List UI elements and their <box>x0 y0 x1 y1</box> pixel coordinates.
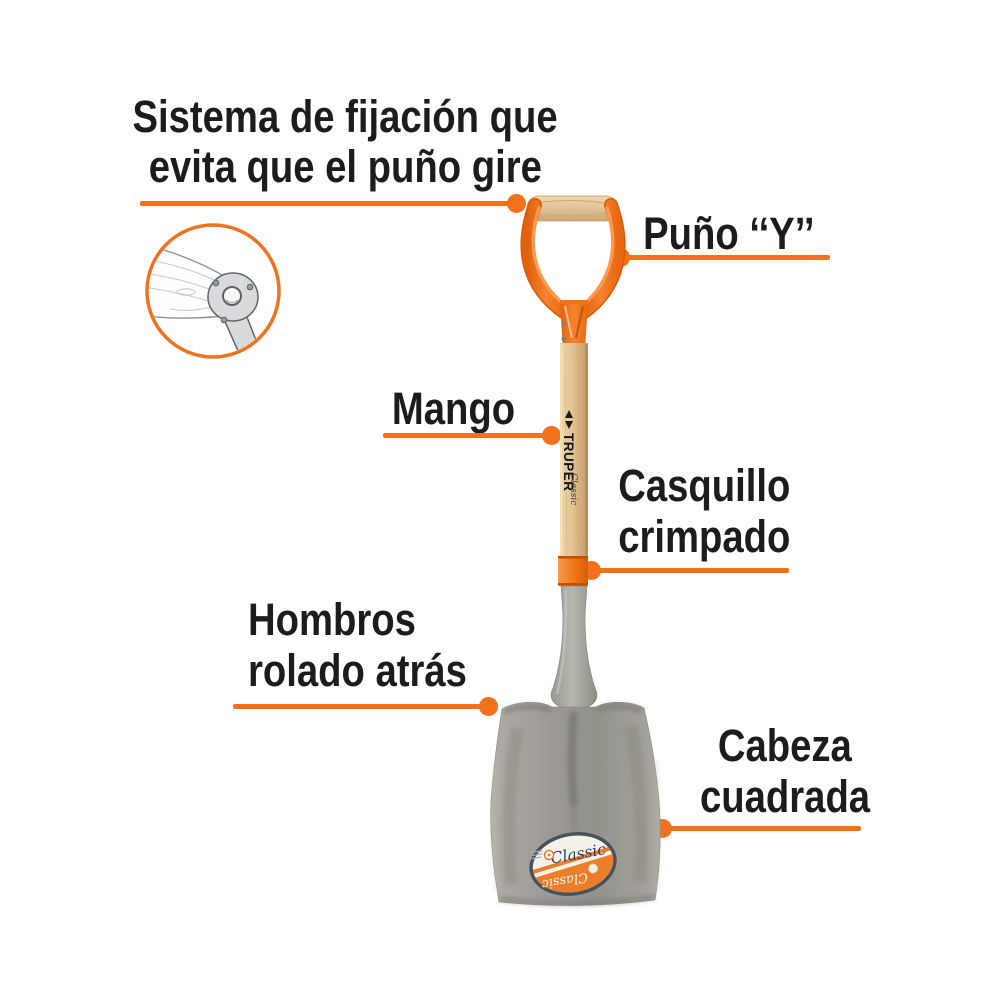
callout-line-shoulders <box>233 704 489 709</box>
inset-rivet <box>212 279 220 287</box>
label-fixation-line1: Sistema de fijación que <box>132 91 558 142</box>
sticker-badge-icon <box>588 863 599 874</box>
label-head-line2: cuadrada <box>699 771 871 822</box>
callout-line-shaft <box>383 433 552 438</box>
shovel-illustration: TRUPER Classic <box>490 195 661 906</box>
label-head: Cabeza cuadrada <box>680 720 890 822</box>
crimped-ferrule <box>558 556 588 586</box>
inset-rivet <box>220 316 228 324</box>
shaft-series-text: Classic <box>568 473 578 505</box>
frame-rivet <box>561 337 566 341</box>
callout-dot-shaft <box>542 426 561 445</box>
blade: Classic Classic <box>490 702 661 906</box>
fixation-detail-inset <box>145 223 281 359</box>
callout-line-fixation <box>140 201 517 206</box>
label-grip: Puño ‘‘Y’’ <box>643 208 815 259</box>
label-ferrule-line2: crimpado <box>618 511 791 562</box>
label-shoulders-line1: Hombros <box>248 594 416 645</box>
label-head-line1: Cabeza <box>718 720 852 771</box>
classic-sticker: Classic Classic <box>528 832 618 899</box>
callout-line-head <box>663 826 861 831</box>
label-ferrule-line1: Casquillo <box>618 460 791 511</box>
wooden-shaft <box>560 343 588 557</box>
frame-rivet <box>561 322 566 326</box>
callout-dot-shoulders <box>479 697 498 716</box>
callout-line-ferrule <box>592 568 789 573</box>
inset-rivet <box>246 283 254 291</box>
label-fixation-system: Sistema de fijación que evita que el puñ… <box>95 92 595 192</box>
inset-sketch <box>149 241 262 355</box>
truper-logo-icon <box>565 410 573 429</box>
d-handle-frame <box>520 198 626 349</box>
label-shaft: Mango <box>391 383 515 434</box>
callout-dot-fixation <box>507 194 526 213</box>
blade-socket <box>550 585 598 710</box>
callout-line-grip <box>621 255 830 260</box>
shaft-branding: TRUPER <box>561 410 576 492</box>
label-shoulders: Hombros rolado atrás <box>248 594 528 696</box>
label-ferrule: Casquillo crimpado <box>603 460 803 562</box>
blade-shading <box>492 703 659 906</box>
shaft-brand-text: TRUPER <box>561 433 576 492</box>
label-fixation-line2: evita que el puño gire <box>148 141 542 192</box>
label-shoulders-line2: rolado atrás <box>248 645 467 696</box>
